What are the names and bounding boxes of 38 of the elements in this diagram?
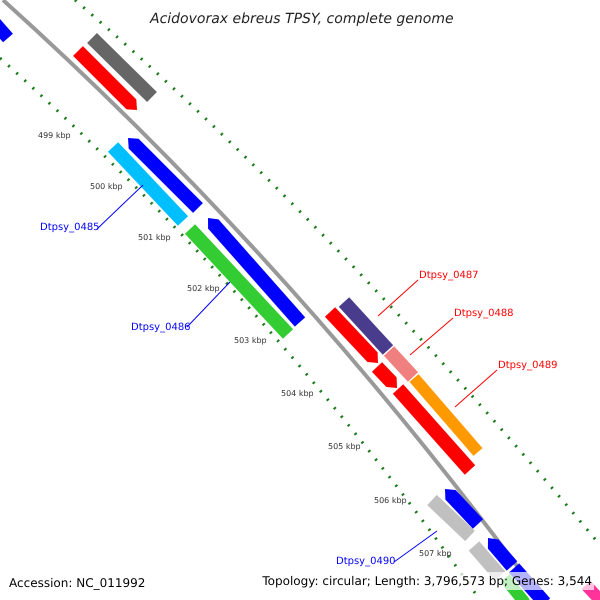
gene-label: Dtpsy_0487 bbox=[419, 269, 479, 282]
gene-bar bbox=[372, 362, 397, 388]
gene-bar bbox=[87, 33, 157, 102]
scale-label: 506 kbp bbox=[374, 496, 407, 506]
leader-line bbox=[96, 184, 144, 230]
gene-label: Dtpsy_0489 bbox=[498, 359, 558, 372]
scale-label: 503 kbp bbox=[234, 336, 267, 346]
gene-bar bbox=[108, 142, 188, 226]
genome-info-text: Topology: circular; Length: 3,796,573 bp; Genes: 3,544 bbox=[260, 572, 594, 590]
leader-line bbox=[378, 280, 418, 316]
gene-bar bbox=[0, 18, 13, 42]
leader-line bbox=[186, 282, 230, 328]
gene-bar bbox=[392, 384, 476, 475]
gene-label: Dtpsy_0488 bbox=[454, 307, 514, 320]
title: Acidovorax ebreus TPSY, complete genome bbox=[150, 10, 454, 29]
gene-bar bbox=[427, 494, 475, 542]
accession-text: Accession: NC_011992 bbox=[9, 575, 146, 592]
scale-label: 504 kbp bbox=[281, 389, 314, 399]
scale-label: 502 kbp bbox=[187, 284, 220, 294]
gene-label: Dtpsy_0490 bbox=[336, 555, 396, 568]
gene-bar bbox=[128, 138, 203, 213]
scale-label: 505 kbp bbox=[328, 442, 361, 452]
gene-bar bbox=[488, 538, 518, 571]
scale-label: 500 kbp bbox=[90, 182, 123, 192]
gene-bar bbox=[338, 297, 394, 355]
leader-line bbox=[454, 370, 498, 408]
leader-line bbox=[410, 318, 454, 356]
leader-line bbox=[394, 530, 438, 562]
gene-bar bbox=[324, 307, 378, 363]
scale-label: 499 kbp bbox=[38, 131, 71, 141]
gene-bar bbox=[410, 374, 482, 456]
gene-bar bbox=[73, 46, 137, 110]
scale-label: 507 kbp bbox=[419, 549, 452, 559]
gene-label: Dtpsy_0485 bbox=[40, 221, 100, 234]
scale-label: 501 kbp bbox=[138, 233, 171, 243]
gene-label: Dtpsy_0486 bbox=[131, 321, 191, 334]
gene-bar bbox=[445, 489, 484, 529]
gene-bar bbox=[384, 346, 418, 382]
